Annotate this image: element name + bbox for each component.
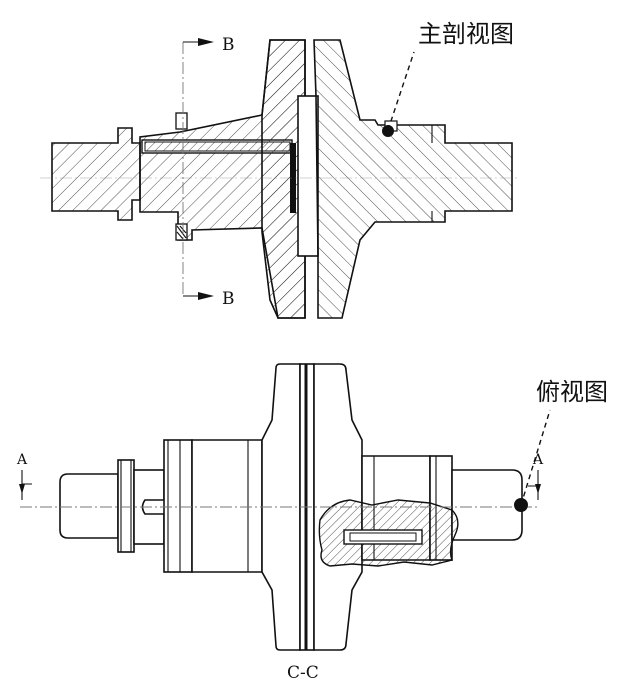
main-view-leader [387,51,415,131]
section-key [343,529,423,545]
left-collar [117,459,135,553]
left-hub [191,439,263,573]
section-letter-b-bottom: B [222,289,235,309]
main-view-label: 主剖视图 [418,20,514,48]
section-letter-a-left: A [16,452,28,468]
upper-pin [175,112,188,130]
top-view-leader-dot [514,498,528,512]
spacer-ring [297,95,319,257]
section-caption: C-C [287,663,319,683]
key-slot [141,499,166,515]
top-view-label: 俯视图 [536,378,608,406]
main-view-leader-dot [382,125,394,137]
section-arrow-b-bottom [198,292,214,300]
section-letter-a-right: A [532,452,544,468]
top-view: A A 俯视图 C-C [16,363,608,683]
section-arrow-a-left [19,484,25,494]
section-letter-b-top: B [222,35,235,55]
left-shaft-section [51,127,141,221]
right-flange-disc [313,39,513,319]
top-view-leader [520,409,551,506]
left-shaft-end [59,473,119,539]
gasket [290,143,296,213]
left-flange-disc [261,39,306,319]
section-arrow-a-right [535,484,541,494]
main-section-view: B B 主剖视图 [40,20,520,319]
section-arrow-b-top [198,38,214,46]
right-shaft-end [451,469,523,541]
